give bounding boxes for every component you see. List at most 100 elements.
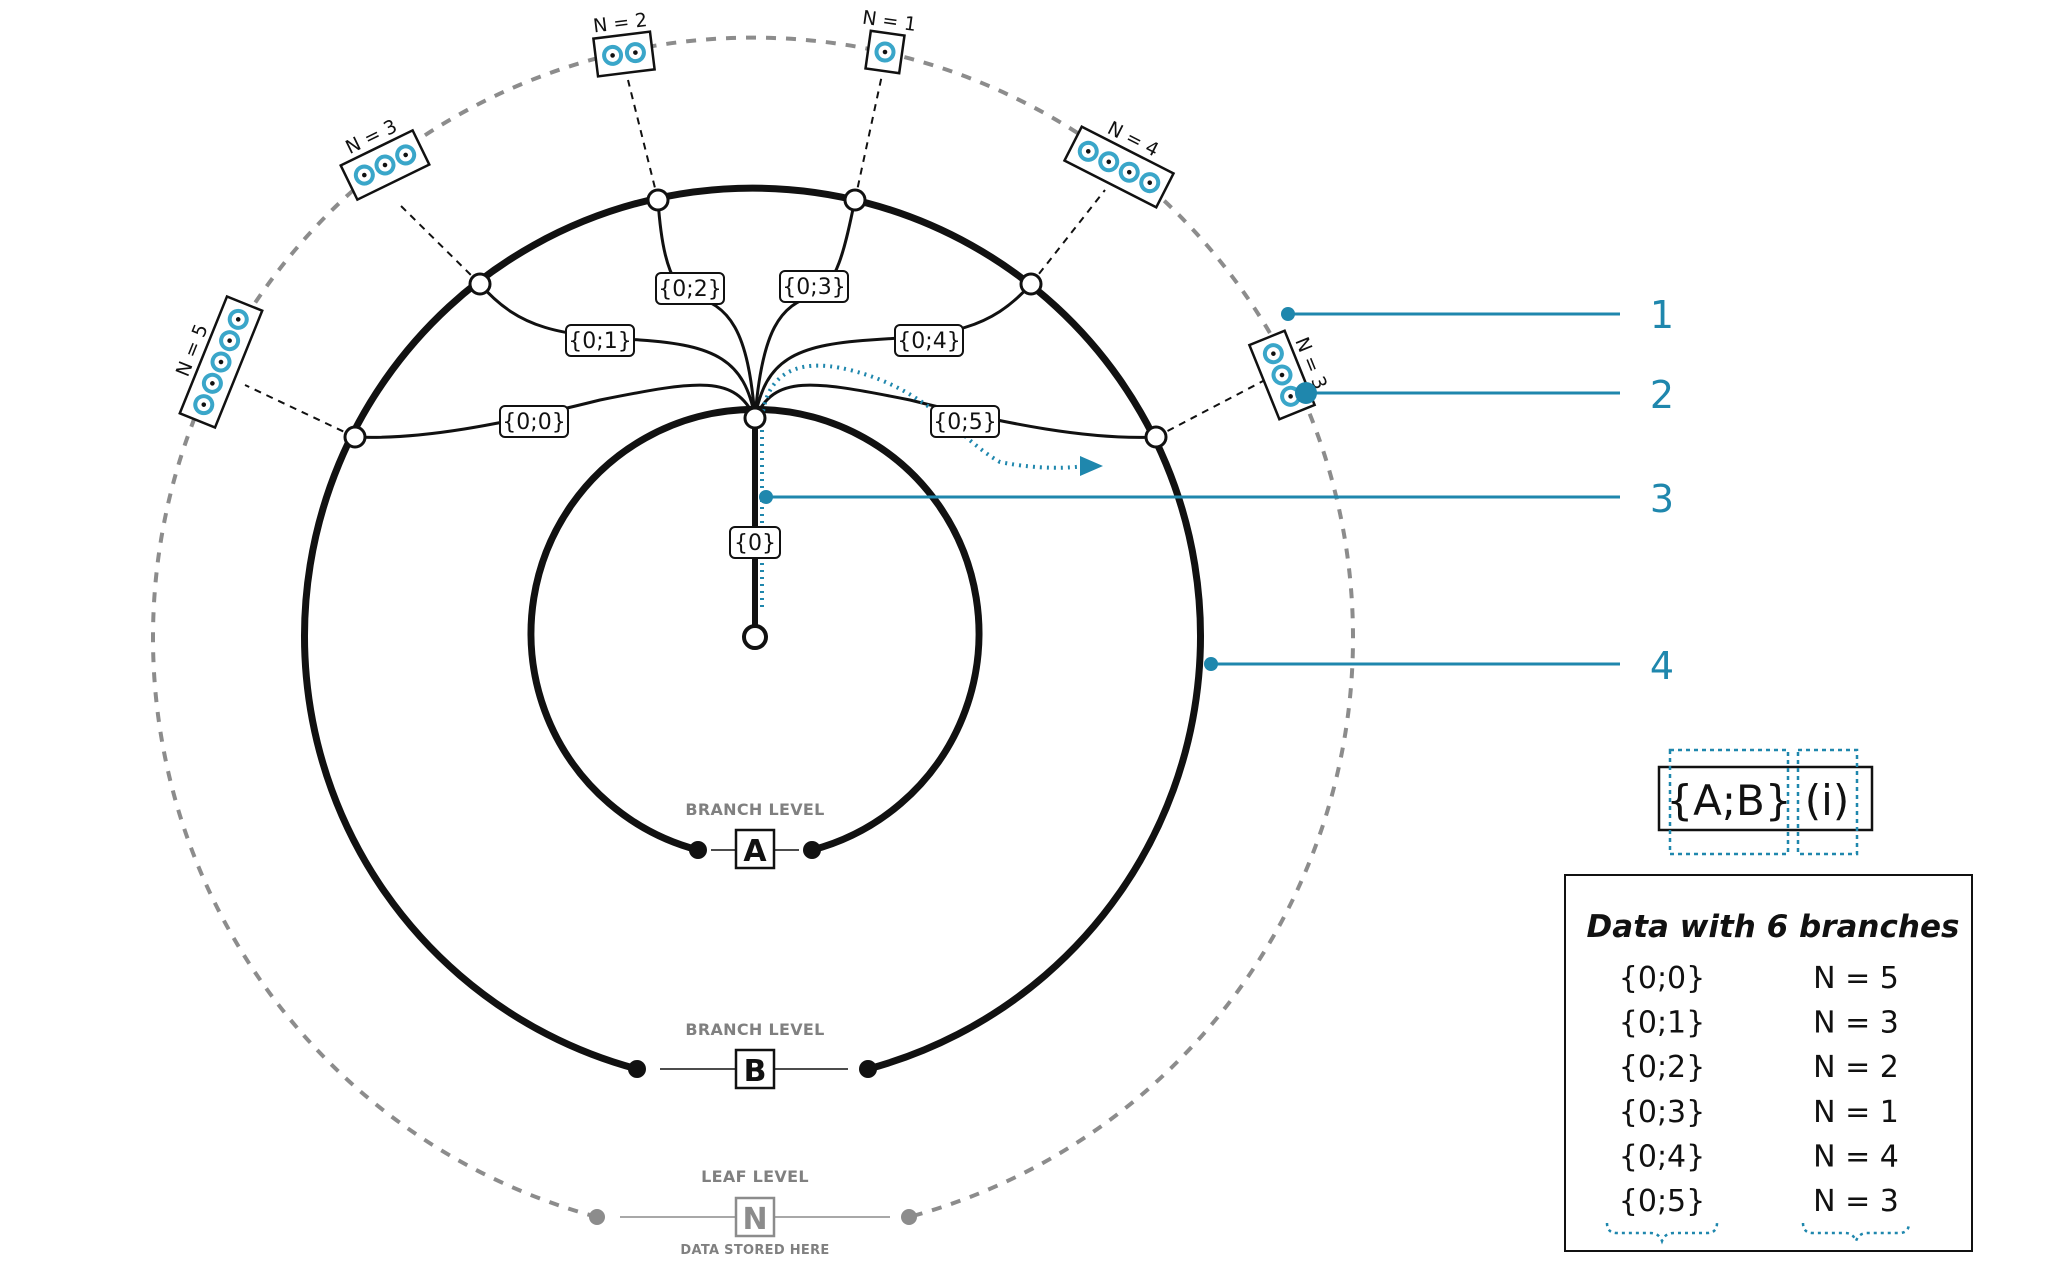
svg-text:{0}: {0}	[734, 531, 776, 556]
legend-n-cell: N = 1	[1813, 1095, 1899, 1130]
legend-table: Data with 6 branches {0;0} N = 5 {0;1} N = …	[1564, 874, 1973, 1252]
leaf-box: N = 3	[339, 115, 431, 202]
legend-path-brace	[1605, 1222, 1719, 1245]
leaf-box: N = 3	[1247, 329, 1331, 421]
svg-text:{0;5}: {0;5}	[933, 410, 996, 435]
path-label-0-0: {0;0}	[499, 405, 569, 438]
legend-path-cell: {0;3}	[1619, 1095, 1705, 1130]
path-label-0-3: {0;3}	[779, 270, 849, 303]
legend-n-brace	[1801, 1222, 1911, 1245]
notation-path: {A;B}	[1666, 776, 1791, 825]
leaf-box: N = 5	[172, 294, 264, 430]
branch-node	[468, 272, 492, 296]
level-n-caption: LEAF LEVEL	[701, 1167, 809, 1186]
callout-number: 2	[1650, 373, 1674, 417]
svg-text:{0;0}: {0;0}	[502, 410, 565, 435]
path-label-0-1: {0;1}	[565, 324, 635, 357]
leaf-item-dot	[633, 50, 638, 55]
path-label-root: {0}	[729, 526, 781, 559]
leaf-connector	[627, 79, 659, 201]
level-marker-n: LEAF LEVEL N DATA STORED HERE	[620, 1167, 890, 1258]
path-label-0-5: {0;5}	[930, 405, 1000, 438]
branch-node	[646, 188, 670, 212]
callout-4: 4	[1204, 644, 1674, 688]
level-a-letter: A	[743, 834, 767, 869]
legend-n-cell: N = 3	[1813, 1006, 1899, 1041]
leaf-item-dot	[210, 381, 215, 386]
leaf-item-dot	[382, 162, 388, 168]
leaf-item-dot	[1271, 351, 1276, 356]
branch-node	[343, 425, 367, 449]
callout-3: 3	[759, 477, 1674, 521]
branch-level-a-end-dot	[803, 841, 821, 859]
leaf-item-dot	[201, 402, 207, 407]
leaf-box: N = 4	[1062, 117, 1176, 209]
leaf-item-dot	[610, 53, 615, 58]
legend-path-cell: {0;2}	[1619, 1050, 1705, 1085]
flow-path-arrow	[760, 363, 1086, 607]
branch-level-b-end-dot	[859, 1060, 877, 1078]
svg-text:{0;3}: {0;3}	[782, 275, 845, 300]
leaf-level-end-dot	[589, 1209, 605, 1225]
branch-curve-0-4	[753, 283, 1033, 419]
root-node	[742, 624, 768, 650]
path-label-0-2: {0;2}	[655, 272, 725, 305]
branch-curve-0-1	[478, 283, 757, 419]
leaf-level-end-dot	[901, 1209, 917, 1225]
branch-curve-0-0	[354, 383, 757, 439]
level-b-caption: BRANCH LEVEL	[685, 1020, 824, 1039]
leaf-count-label: N = 1	[861, 7, 918, 36]
level-a-caption: BRANCH LEVEL	[685, 800, 824, 819]
leaf-item-dot	[235, 317, 241, 322]
leaf-item-dot	[1288, 394, 1293, 399]
level-marker-a: BRANCH LEVEL A	[685, 800, 824, 870]
legend-n-cell: N = 4	[1813, 1139, 1899, 1174]
legend-path-cell: {0;0}	[1619, 961, 1705, 996]
leaf-item-dot	[1279, 372, 1285, 378]
legend-title: Data with 6 branches	[1587, 909, 1960, 945]
flow-arrowhead	[1080, 456, 1103, 476]
leaf-item-dot	[1106, 159, 1112, 165]
branch-node	[1019, 272, 1043, 296]
branch-level-b-end-dot	[628, 1060, 646, 1078]
leaf-item-dot	[1126, 169, 1132, 175]
branch-a-node	[743, 406, 767, 430]
callout-2: 2	[1295, 373, 1674, 417]
legend-n-cell: N = 3	[1813, 1184, 1899, 1219]
svg-text:{0;1}: {0;1}	[568, 329, 631, 354]
branch-level-a-end-dot	[689, 841, 707, 859]
level-b-letter: B	[744, 1054, 767, 1089]
level-n-subcaption: DATA STORED HERE	[680, 1243, 829, 1257]
legend-path-cell: {0;4}	[1619, 1139, 1705, 1174]
svg-text:{0;2}: {0;2}	[658, 277, 721, 302]
legend-path-cell: {0;1}	[1619, 1006, 1705, 1041]
leaf-connector	[1030, 189, 1106, 285]
leaf-connector	[854, 74, 883, 201]
level-n-letter: N	[742, 1202, 767, 1237]
leaf-item-dot	[403, 152, 408, 158]
callout-1: 1	[1281, 293, 1674, 337]
legend-n-cell: N = 2	[1813, 1050, 1899, 1085]
leaf-item-dot	[1085, 149, 1091, 154]
branch-curve-0-5	[753, 383, 1157, 439]
notation-index: (i)	[1805, 776, 1849, 825]
leaf-box: N = 2	[592, 9, 656, 78]
leaf-level-ring	[151, 35, 1355, 1219]
legend-n-cell: N = 5	[1813, 961, 1899, 996]
leaf-item-dot	[227, 338, 232, 343]
svg-text:{0;4}: {0;4}	[897, 329, 960, 354]
leaf-box: N = 1	[861, 7, 918, 75]
branch-level-b-ring	[301, 184, 1204, 1073]
callout-number: 3	[1650, 477, 1674, 521]
leaf-item-dot	[882, 49, 888, 55]
leaf-connector	[399, 204, 481, 285]
branch-node	[843, 188, 867, 212]
path-label-0-4: {0;4}	[894, 324, 964, 357]
leaf-item-dot	[218, 359, 224, 365]
branch-node	[1144, 425, 1168, 449]
level-marker-b: BRANCH LEVEL B	[660, 1020, 848, 1090]
leaf-connector	[244, 384, 356, 438]
leaf-item-dot	[1147, 180, 1153, 185]
